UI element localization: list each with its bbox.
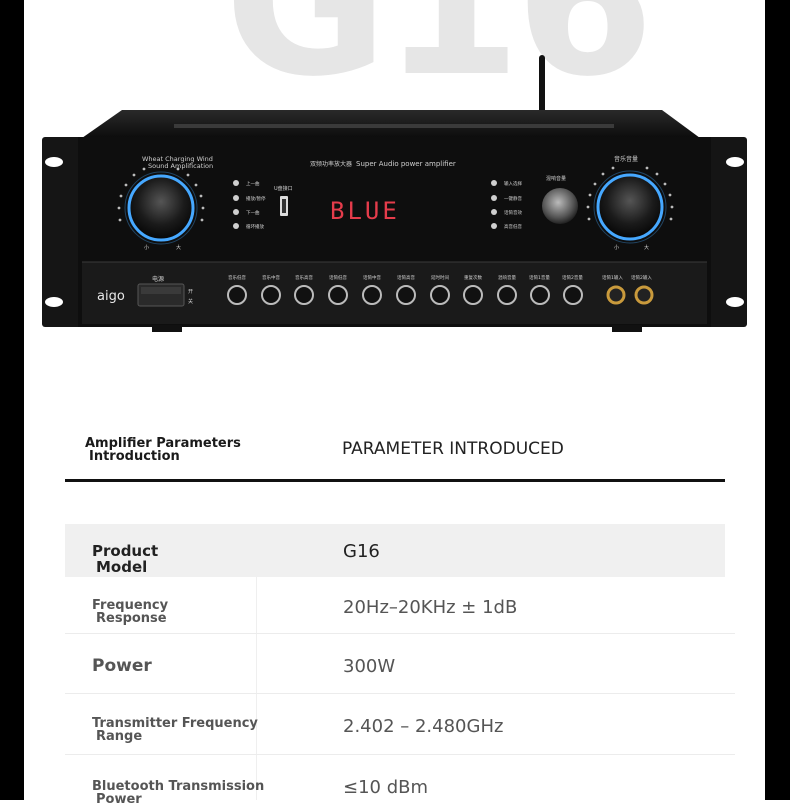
spec-row-power: Power 300W bbox=[65, 634, 735, 694]
bottom-knob-row bbox=[227, 285, 583, 305]
left-knob-min: 小 bbox=[144, 244, 149, 251]
usb-label: U盘接口 bbox=[274, 185, 293, 192]
rack-ear-left bbox=[42, 137, 82, 327]
left-button-label: 播放/暂停 bbox=[246, 195, 266, 202]
knob-label: 话筒2音量 bbox=[562, 274, 583, 281]
right-button-label: 高音低音 bbox=[504, 223, 522, 230]
panel-title-cn: 双频功率放大器 bbox=[310, 160, 352, 168]
knob-label: 音乐中音 bbox=[262, 274, 280, 281]
knob-label: 音乐高音 bbox=[295, 274, 313, 281]
power-off-label: 关 bbox=[188, 298, 193, 305]
spec-value: 300W bbox=[343, 656, 396, 677]
left-volume-knob bbox=[127, 174, 195, 242]
left-knob-max: 大 bbox=[176, 244, 181, 251]
knob-label: 重复次数 bbox=[464, 274, 482, 281]
echo-volume-knob bbox=[542, 188, 578, 224]
spec-value: G16 bbox=[343, 541, 380, 562]
rack-ear-right bbox=[707, 137, 747, 327]
power-label: 电源 bbox=[152, 275, 164, 283]
mic-input-label: 话筒2输入 bbox=[631, 274, 652, 281]
left-button-label: 上一曲 bbox=[246, 180, 260, 187]
music-volume-knob bbox=[596, 173, 664, 241]
params-header-left: Amplifier Parameters Introduction bbox=[85, 436, 241, 464]
led-display: BLUE bbox=[330, 197, 400, 225]
knob-label: 混响音量 bbox=[498, 274, 516, 281]
right-knob-min: 小 bbox=[614, 244, 619, 251]
knob-label: 话筒低音 bbox=[329, 274, 347, 281]
right-frame-bar bbox=[765, 0, 790, 800]
left-button-label: 下一曲 bbox=[246, 209, 260, 216]
panel-title-en: Super Audio power amplifier bbox=[356, 160, 456, 168]
spec-value: 20Hz–20KHz ± 1dB bbox=[343, 597, 518, 618]
knob-scale-dots bbox=[117, 166, 674, 222]
header-divider bbox=[65, 479, 725, 482]
knob-label: 话筒高音 bbox=[397, 274, 415, 281]
model-watermark: G16 bbox=[224, 0, 654, 121]
left-frame-bar bbox=[0, 0, 24, 800]
amplifier-illustration: Wheat Charging Wind Sound Amplification … bbox=[42, 55, 747, 332]
power-on-label: 开 bbox=[188, 289, 193, 295]
brand-logo: aigo bbox=[97, 289, 125, 304]
right-button-label: 输入选择 bbox=[504, 180, 522, 187]
knob-label: 话筒1音量 bbox=[529, 274, 550, 281]
panel-label-2: Sound Amplification bbox=[148, 162, 213, 170]
echo-volume-title: 混响音量 bbox=[546, 175, 566, 182]
mic-jack-1 bbox=[606, 285, 626, 305]
mic-jack-2 bbox=[634, 285, 654, 305]
right-button-label: 话筒音效 bbox=[504, 209, 522, 216]
left-button-label: 循环播放 bbox=[246, 223, 264, 230]
knob-label: 话筒中音 bbox=[363, 274, 381, 281]
left-button-group bbox=[233, 180, 239, 229]
spec-value: 2.402 – 2.480GHz bbox=[343, 716, 504, 737]
panel-label-1: Wheat Charging Wind bbox=[142, 155, 213, 163]
spec-value: ≤10 dBm bbox=[343, 777, 429, 798]
params-header-right: PARAMETER INTRODUCED bbox=[342, 439, 564, 459]
product-hero: G16 bbox=[24, 0, 765, 390]
right-button-label: 一键静音 bbox=[504, 195, 522, 202]
music-volume-title: 音乐音量 bbox=[614, 155, 638, 163]
spec-label: Power bbox=[92, 656, 152, 676]
antenna bbox=[539, 55, 545, 113]
mic-input-label: 话筒1输入 bbox=[602, 274, 623, 281]
right-button-group bbox=[491, 180, 497, 229]
right-knob-max: 大 bbox=[644, 244, 649, 251]
knob-label: 音乐低音 bbox=[228, 274, 246, 281]
knob-label: 延时时间 bbox=[431, 274, 449, 281]
